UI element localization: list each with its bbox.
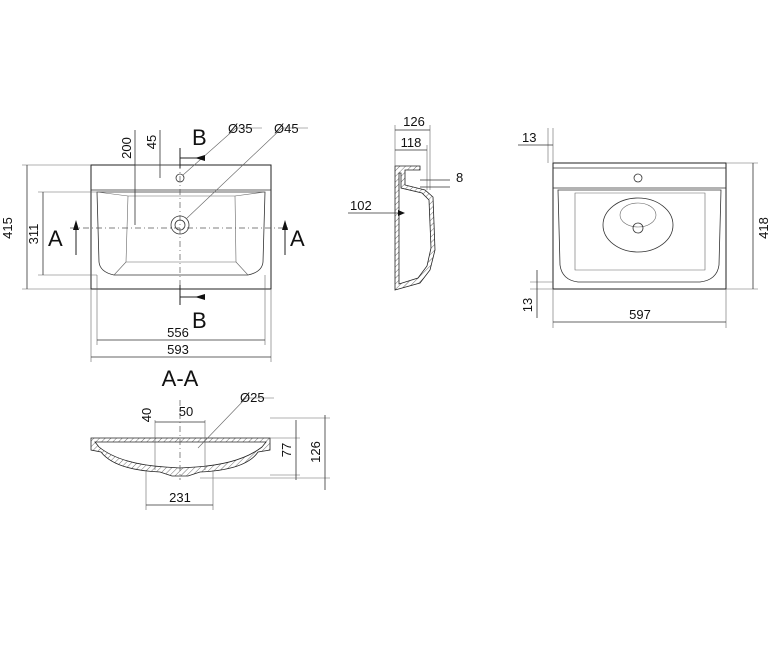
dim-drain-hole: Ø45 [274, 121, 299, 136]
dim-side-top: 118 [401, 135, 422, 150]
bowl-outline [96, 191, 266, 276]
dim-section-drain-spacing: 50 [179, 404, 193, 419]
dim-width: 593 [167, 342, 189, 357]
dim-right-width: 597 [629, 307, 651, 322]
dim-side-rim: 8 [456, 170, 463, 185]
section-label-b-top: B [192, 125, 207, 150]
section-label-b-bottom: B [192, 308, 207, 333]
section-label-a-left: A [48, 226, 63, 251]
dim-tap-hole: Ø35 [228, 121, 253, 136]
dim-section-basin-depth: 77 [279, 443, 294, 457]
basin-outline [90, 164, 272, 290]
dim-section-height: 126 [308, 441, 323, 463]
dim-section-base: 231 [169, 490, 191, 505]
section-view: A-A 40 50 Ø25 77 126 231 [90, 366, 330, 510]
dim-section-drain-offset: 40 [139, 408, 154, 422]
dim-tap-side: 45 [144, 135, 159, 149]
section-label-a-right: A [290, 226, 305, 251]
dim-depth: 415 [0, 217, 15, 239]
dim-section-drain-hole: Ø25 [240, 390, 265, 405]
dim-right-offset-top: 13 [522, 130, 536, 145]
dim-right-offset-bottom: 13 [520, 298, 535, 312]
dim-side-depth: 102 [350, 198, 372, 213]
section-title: A-A [162, 366, 199, 391]
right-bowl [602, 197, 674, 253]
right-outline [552, 162, 727, 290]
right-view: 13 13 418 597 [518, 128, 771, 328]
dim-tap-offset: 200 [119, 137, 134, 159]
dim-basin-depth: 311 [26, 224, 41, 245]
side-view: 126 118 8 102 [348, 114, 463, 291]
dim-side-height: 126 [403, 114, 425, 129]
dim-inner-width: 556 [167, 325, 189, 340]
top-view: 415 311 200 45 Ø35 Ø45 556 593 A A B B [0, 121, 308, 362]
dim-right-depth: 418 [756, 217, 771, 239]
